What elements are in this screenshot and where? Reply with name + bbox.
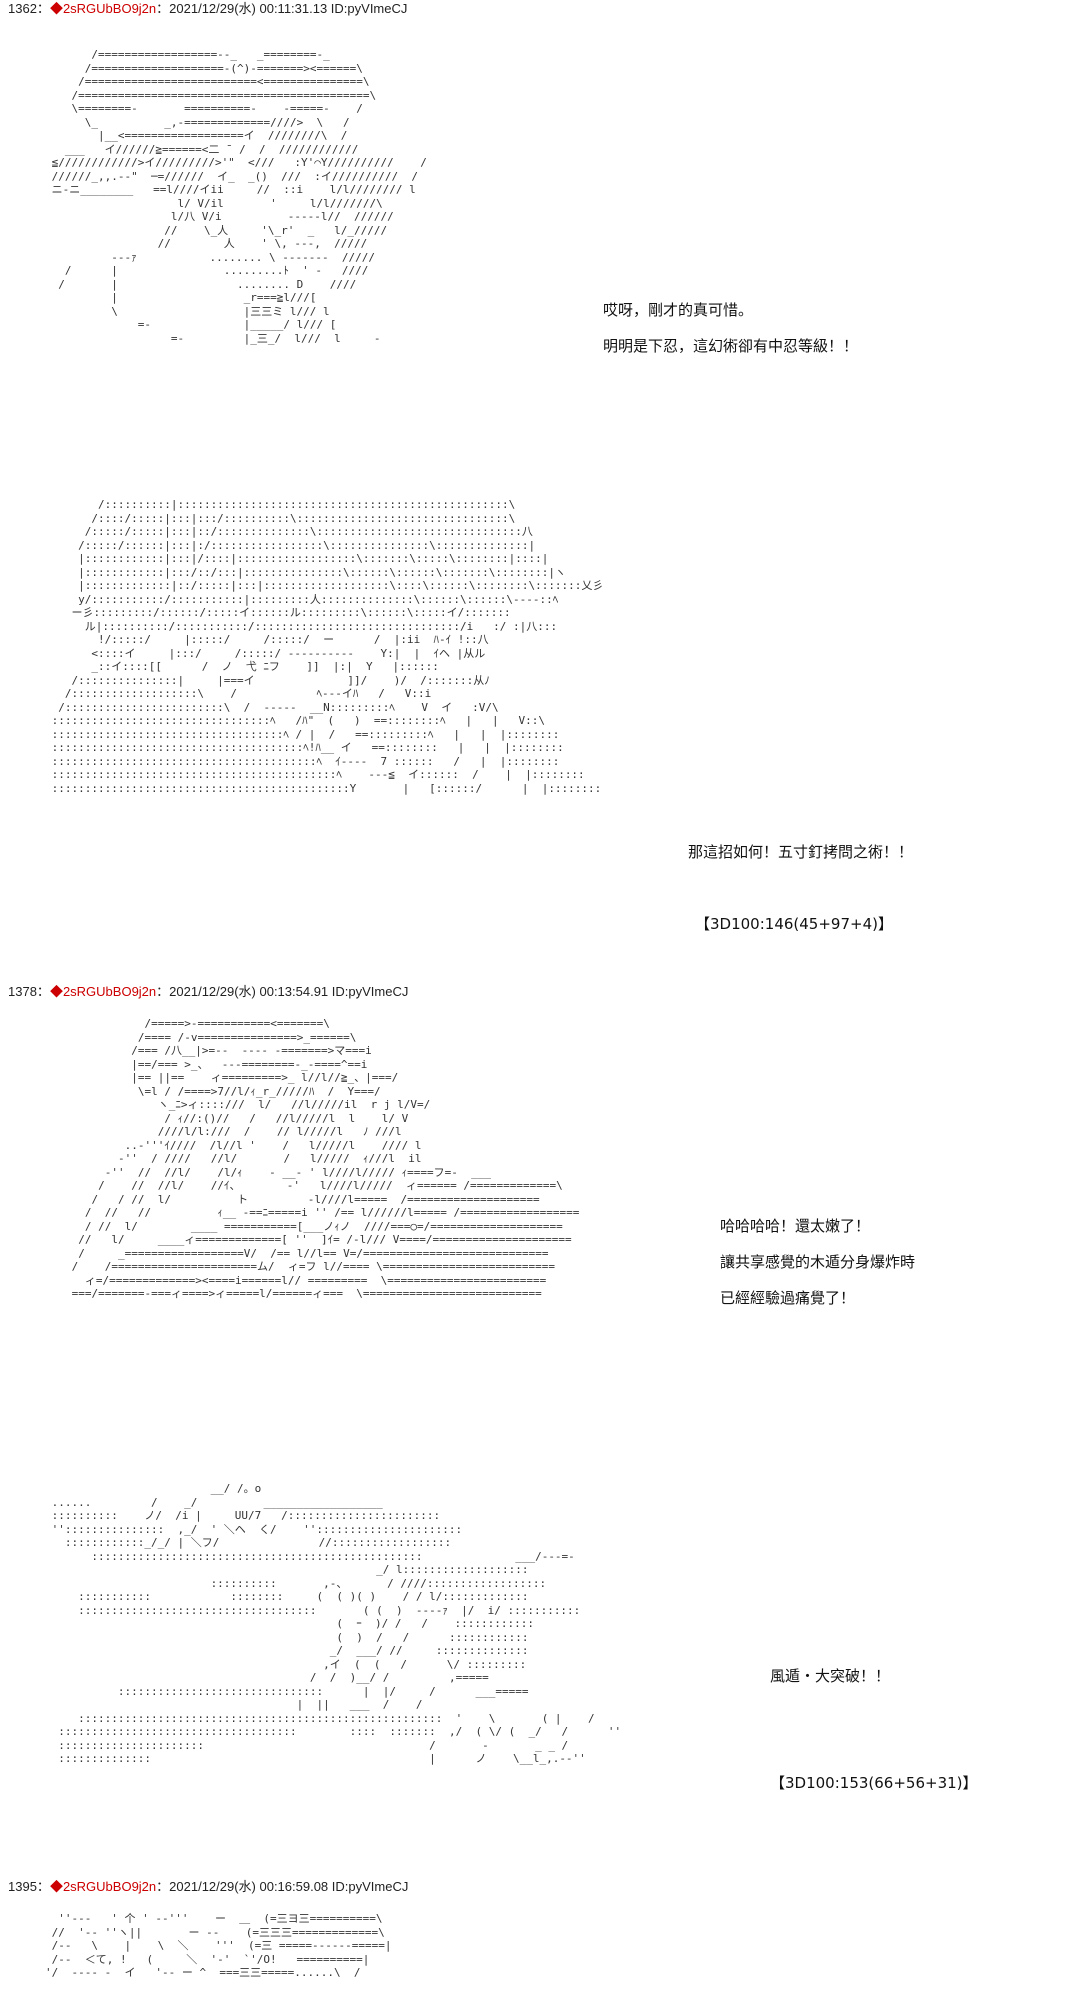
post-header-1395: 1395：◆2sRGUbBO9j2n：2021/12/29(水) 00:16:5… (8, 1878, 408, 1896)
post-meta: ：2021/12/29(水) 00:13:54.91 ID:pyVImeCJ (156, 984, 409, 999)
ascii-art-panel: ''--- ' 个 ' --''' ー ＿ (=三ヨ三==========\ /… (45, 1912, 392, 1979)
dialog-line: 哈哈哈哈！還太嫩了！ (720, 1217, 871, 1235)
dialog-line: 風遁・大突破！！ (770, 1667, 891, 1685)
post-header-1362: 1362：◆2sRGUbBO9j2n：2021/12/29(水) 00:11:3… (8, 0, 407, 18)
dialog-line: 明明是下忍，這幻術卻有中忍等級！！ (603, 337, 859, 355)
post-number: 1395 (8, 1879, 37, 1894)
poster-tripcode[interactable]: ◆2sRGUbBO9j2n (49, 1, 157, 16)
post-number: 1378 (8, 984, 37, 999)
dialog-block: 哎呀，剛才的真可惜。 明明是下忍，這幻術卻有中忍等級！！ (603, 292, 858, 364)
dialog-line: 那這招如何！五寸釘拷問之術！！ (688, 843, 914, 861)
ascii-art-panel: /::::::::::|::::::::::::::::::::::::::::… (51, 498, 604, 795)
dialog-block: 哈哈哈哈！還太嫩了！ 讓共享感覺的木遁分身爆炸時 已經經驗過痛覺了！ (720, 1208, 915, 1316)
post-meta: ：2021/12/29(水) 00:11:31.13 ID:pyVImeCJ (156, 1, 408, 16)
dice-roll-result: 【3D100:146(45+97+4)】 (695, 915, 893, 933)
ascii-art-panel: /=====>-===========<=======\ /==== /-v==… (71, 1017, 580, 1300)
dialog-line: 哎呀，剛才的真可惜。 (603, 301, 754, 319)
post-header-1378: 1378：◆2sRGUbBO9j2n：2021/12/29(水) 00:13:5… (8, 983, 408, 1001)
dialog-line: 讓共享感覺的木遁分身爆炸時 (720, 1253, 916, 1271)
poster-tripcode[interactable]: ◆2sRGUbBO9j2n (49, 984, 157, 999)
post-separator: ： (36, 1879, 50, 1894)
post-separator: ： (36, 1, 50, 16)
post-separator: ： (36, 984, 50, 999)
post-number: 1362 (8, 1, 37, 16)
ascii-art-panel: /==================--_ _========-_ /====… (51, 48, 427, 345)
post-meta: ：2021/12/29(水) 00:16:59.08 ID:pyVImeCJ (156, 1879, 409, 1894)
dialog-line: 已經經驗過痛覺了！ (720, 1289, 856, 1307)
dialog-block: 風遁・大突破！！ (770, 1658, 890, 1694)
dialog-block: 那這招如何！五寸釘拷問之術！！ (688, 834, 913, 870)
poster-tripcode[interactable]: ◆2sRGUbBO9j2n (49, 1879, 157, 1894)
dice-roll-result: 【3D100:153(66+56+31)】 (770, 1774, 978, 1792)
ascii-art-panel: __/ /。o ...... / _/ __________________ :… (51, 1482, 622, 1765)
